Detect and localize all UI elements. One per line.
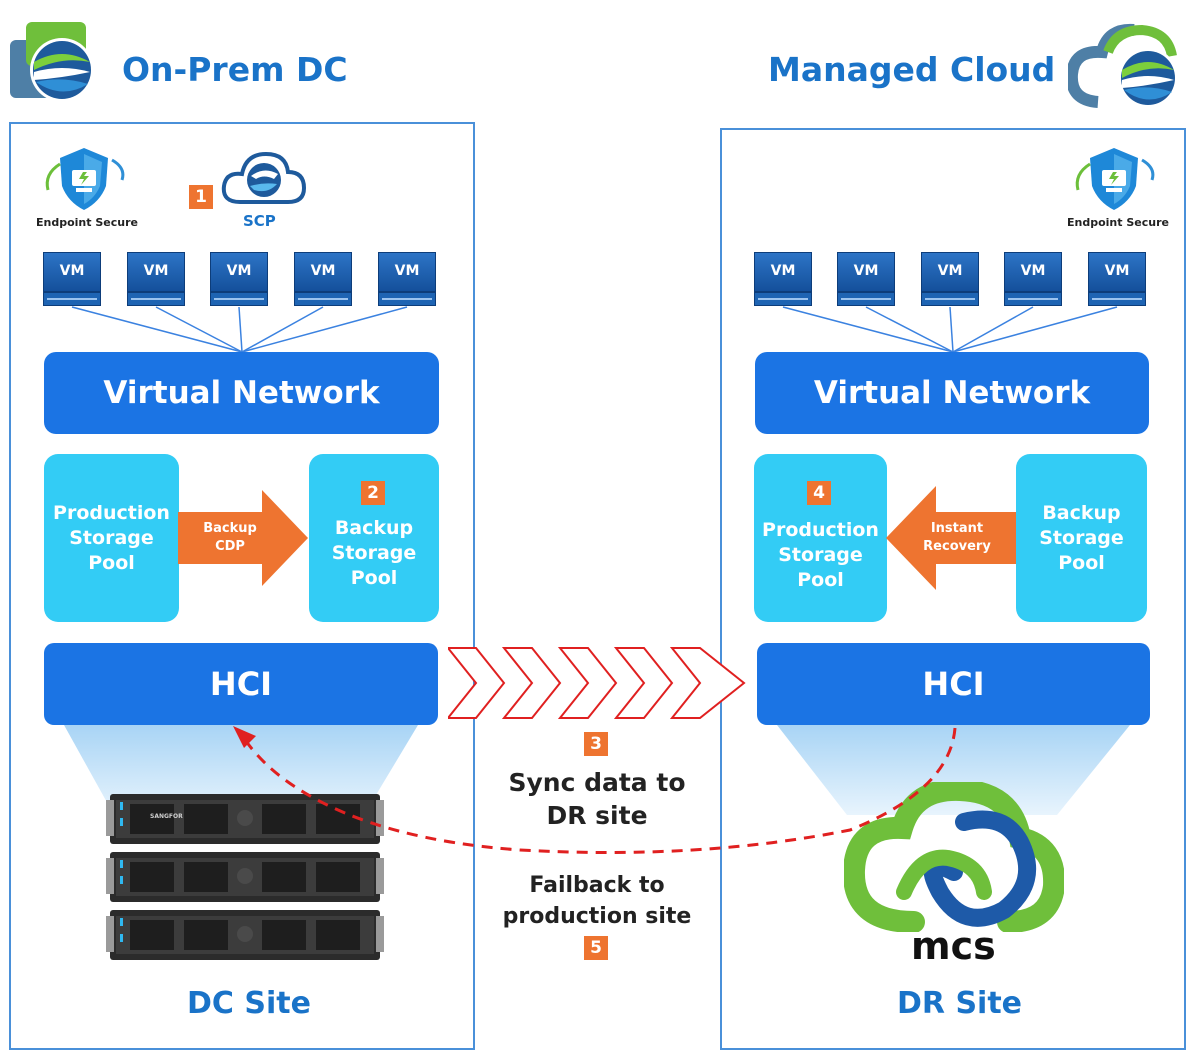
server-rack-icon [106,794,384,960]
vm-label: VM [210,252,268,292]
left-production-pool: Production Storage Pool [44,454,179,622]
pool-line: Production [762,518,879,541]
sync-line: DR site [546,801,648,830]
right-vm-5: VM [1088,252,1146,306]
vm-base [921,292,979,306]
instant-recovery-label: Instant Recovery [912,520,1002,556]
vm-base [378,292,436,306]
left-vm-3: VM [210,252,268,306]
arrow-label-line: Recovery [923,539,991,554]
left-virtual-network: Virtual Network [44,352,439,434]
sync-line: Sync data to [508,768,686,797]
vm-label: VM [294,252,352,292]
pool-line: Pool [350,566,398,589]
instant-recovery-arrow [886,486,1018,590]
right-vm-4: VM [1004,252,1062,306]
vm-label: VM [378,252,436,292]
vm-base [837,292,895,306]
left-vm-1: VM [43,252,101,306]
vm-base [1088,292,1146,306]
right-panel [720,128,1186,1050]
right-virtual-network: Virtual Network [755,352,1149,434]
vm-label: VM [754,252,812,292]
failback-line: Failback to [529,873,665,898]
pool-line: Storage [1039,526,1124,549]
vm-base [294,292,352,306]
pool-line: Storage [331,541,417,564]
failback-text: Failback to production site [476,870,718,932]
left-vm-5: VM [378,252,436,306]
pool-line: Storage [69,526,154,549]
arrow-label-line: Instant [930,521,984,536]
pool-line: Backup [334,516,414,539]
right-site-label: DR Site [897,986,1023,1021]
sync-data-text: Sync data to DR site [480,766,714,832]
mcs-cloud-icon [844,782,1064,932]
left-title: On-Prem DC [122,50,348,89]
step-1-badge: 1 [189,185,213,209]
right-endpoint-label: Endpoint Secure [1067,216,1169,229]
left-endpoint-shield-icon [42,146,126,212]
backup-cdp-arrow [178,490,308,586]
vm-base [127,292,185,306]
arrow-label-line: CDP [215,539,245,554]
step-5-badge: 5 [584,936,608,960]
vm-base [43,292,101,306]
server-brand-label: SANGFOR [150,813,183,820]
left-site-label: DC Site [187,986,311,1021]
left-hci-beam [64,725,418,815]
right-logo-icon [1065,22,1186,108]
left-endpoint-label: Endpoint Secure [36,216,138,229]
vm-label: VM [837,252,895,292]
left-panel [9,122,475,1050]
backup-cdp-label: Backup CDP [182,520,278,556]
scp-cloud-icon [218,146,308,210]
right-endpoint-shield-icon [1072,146,1156,212]
right-vm-2: VM [837,252,895,306]
left-vm-4: VM [294,252,352,306]
arrow-label-line: Backup [203,521,257,536]
vm-label: VM [43,252,101,292]
right-backup-pool: Backup Storage Pool [1016,454,1147,622]
step-3-badge: 3 [584,732,608,756]
pool-line: Storage [778,543,863,566]
left-vm-connectors [71,306,408,353]
mcs-label: mcs [911,924,996,968]
right-hci: HCI [757,643,1150,725]
right-vm-connectors [782,306,1118,353]
step-4-badge: 4 [807,481,831,505]
vm-label: VM [921,252,979,292]
vm-base [1004,292,1062,306]
vm-base [754,292,812,306]
right-title: Managed Cloud [768,50,1056,89]
pool-line: Pool [797,568,844,591]
step-2-badge: 2 [361,481,385,505]
pool-line: Production [53,501,170,524]
failback-line: production site [502,904,692,929]
pool-line: Pool [88,551,135,574]
left-vm-2: VM [127,252,185,306]
vm-label: VM [1088,252,1146,292]
pool-line: Backup [1042,501,1121,524]
right-vm-3: VM [921,252,979,306]
left-hci: HCI [44,643,438,725]
right-vm-1: VM [754,252,812,306]
sync-chevron-arrow [448,647,746,719]
left-logo-icon [6,18,102,104]
right-hci-beam [777,725,1130,815]
vm-label: VM [1004,252,1062,292]
scp-label: SCP [243,212,276,230]
vm-base [210,292,268,306]
pool-line: Pool [1058,551,1105,574]
vm-label: VM [127,252,185,292]
